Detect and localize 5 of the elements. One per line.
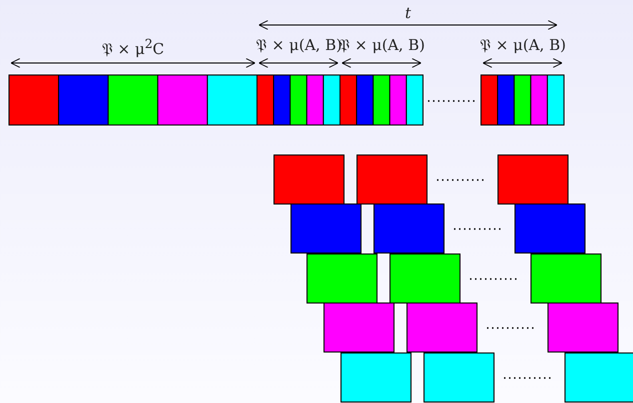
- dimension-label: t: [404, 4, 412, 22]
- dimension-label: 𝔓 × μ(A, B): [480, 36, 566, 54]
- dimension-label: 𝔓 × μ$^{2}$C: [102, 36, 164, 58]
- dimension-label: 𝔓 × μ(A, B): [339, 36, 425, 54]
- dimension-label: 𝔓 × μ(A, B): [256, 36, 342, 54]
